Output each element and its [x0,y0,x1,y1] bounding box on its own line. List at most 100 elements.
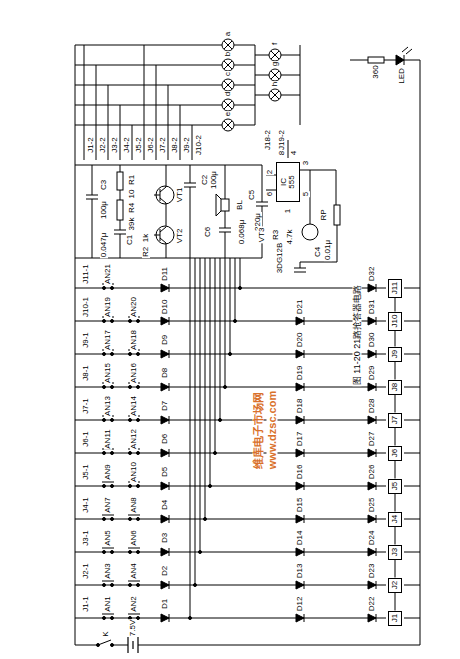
potentiometer-symbol [334,205,340,225]
matrix-wire [195,258,196,585]
part-label: LED [398,67,406,85]
part-label: R1 [128,174,136,186]
part-label: C3 [100,179,108,191]
part-label: 8 [278,150,286,156]
transistor-symbol [302,224,318,240]
button-symbol [137,320,140,323]
part-label: J5-1 [82,463,90,481]
diode-symbol [161,416,169,424]
node-text: IC [280,175,288,188]
part-label: D30 [368,332,376,349]
diode-symbol [161,482,169,490]
part-label: 10 [128,189,136,200]
button-symbol [137,551,140,554]
part-label: BL [236,199,244,211]
part-label: J10-1 [82,296,90,318]
diode-symbol [368,350,376,358]
contact-wire [180,105,181,160]
node-text-frame: J2 [391,581,399,589]
diode-symbol [368,383,376,391]
part-label: D16 [296,464,304,481]
node-text: J11 [391,282,399,294]
transistor-symbol [154,165,166,226]
button-symbol [128,614,140,615]
diode-symbol [296,350,304,358]
node-text: J4 [391,515,399,523]
part-label: J19-2 [278,129,286,151]
relay-coil: J9 [388,347,402,362]
diode-symbol [161,383,169,391]
lamp-wires [75,45,300,125]
button-symbol [137,485,140,488]
part-label: D5 [161,466,169,478]
part-label: AN6 [130,529,138,547]
part-label: b [224,51,232,57]
contact-wire [168,85,169,160]
button-symbol [103,617,106,620]
node-text-frame: J6 [391,449,399,457]
part-label: J11-1 [82,263,90,284]
diode-symbol [161,614,169,622]
relay-bus-wire [395,560,396,578]
led-wire [350,60,420,61]
button-symbol [111,419,114,422]
diode-symbol [368,548,376,556]
part-label: D13 [296,563,304,580]
relay-coil: J1 [388,611,402,626]
part-label: D14 [296,530,304,547]
part-label: 4.7k [286,228,294,245]
relay-bus-wire [395,461,396,479]
node-text: J9 [391,350,399,358]
button-symbol [103,287,106,290]
button-symbol [129,386,132,389]
watermark: www.dzsc.com [267,390,278,470]
watermark: 维库电子市场网 [253,391,264,470]
part-label: 100μ [210,170,218,190]
button-symbol [103,320,106,323]
part-label: 6 [266,191,274,197]
relay-coil: J7 [388,413,402,428]
part-label: f [271,42,279,46]
capacitor-symbol [184,165,196,258]
part-label: 0.068μ [238,219,246,246]
node-text: J8 [391,383,399,391]
part-label: 0.01μ [324,239,332,261]
part-label: g [271,61,279,67]
part-label: VT3 [258,227,266,244]
resistor-symbol [117,172,123,190]
switch-k [97,644,100,647]
relay-coil: J2 [388,578,402,593]
part-label: AN16 [130,362,138,384]
part-label: R2 [142,246,150,258]
part-label: AN8 [130,496,138,514]
part-label: AN2 [130,595,138,613]
button-symbol [111,584,114,587]
part-label: h [271,81,279,87]
button-symbol [129,485,132,488]
part-label: J9-2 [183,136,191,154]
diode-symbol [296,317,304,325]
part-label: J1-2 [87,136,95,154]
part-label: c [224,71,232,77]
part-label: d [224,91,232,97]
node-text: J7 [391,416,399,424]
part-label: J3-1 [82,529,90,547]
part-label: 4 [290,150,298,156]
part-label: D31 [368,299,376,316]
node-text: J10 [391,315,399,328]
capacitor-symbol [294,262,306,272]
part-label: J5-2 [135,136,143,154]
part-label: R3 [272,229,280,241]
part-label: J7-2 [159,136,167,154]
part-label: AN9 [104,463,112,481]
part-label: D29 [368,365,376,382]
part-label: C4 [314,246,322,258]
relay-bus-wire [395,298,396,312]
relay-coil: J5 [388,479,402,494]
button-symbol [102,581,114,582]
diode-symbol [296,416,304,424]
button-symbol [129,551,132,554]
diode-symbol [296,515,304,523]
resistor-symbol [117,200,123,220]
